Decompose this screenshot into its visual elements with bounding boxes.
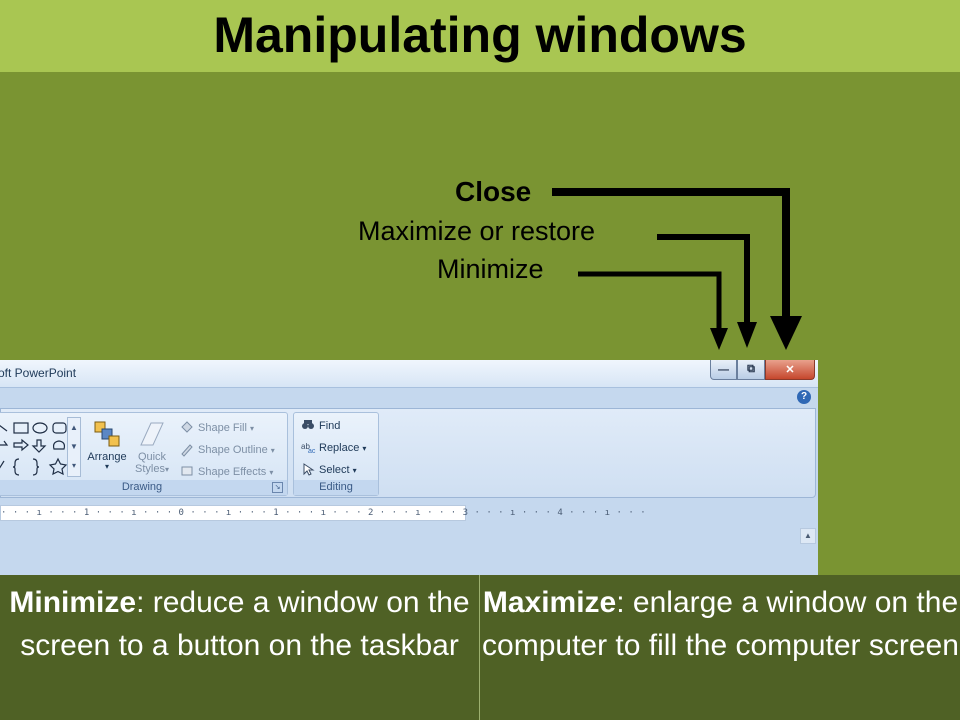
quick-styles-label: Quick xyxy=(137,451,167,463)
slide-title: Manipulating windows xyxy=(213,7,747,63)
drawing-group: ▲▼▾ Arrange ▾ Quick xyxy=(0,412,288,496)
minimize-callout-label: Minimize xyxy=(437,254,544,284)
minimize-definition: Minimize: reduce a window on the screen … xyxy=(0,575,480,720)
svg-text:ac: ac xyxy=(308,448,316,455)
cursor-icon xyxy=(301,463,315,476)
quick-styles-icon xyxy=(137,419,167,449)
maximize-definition-text: : enlarge a window on the computer to fi… xyxy=(482,586,959,662)
minimize-arrowhead-icon xyxy=(710,328,728,350)
pen-outline-icon xyxy=(180,443,194,457)
arrange-icon xyxy=(92,419,122,449)
minimize-button[interactable]: — xyxy=(710,360,737,380)
restore-button[interactable]: ⧉ xyxy=(737,360,765,380)
ribbon: ▲▼▾ Arrange ▾ Quick xyxy=(0,408,816,498)
close-arrowhead-icon xyxy=(770,316,802,350)
scroll-up-icon[interactable]: ▲ xyxy=(800,528,816,544)
maximize-arrowhead-icon xyxy=(737,322,757,348)
maximize-definition: Maximize: enlarge a window on the comput… xyxy=(481,575,960,720)
maximize-term: Maximize xyxy=(482,586,617,619)
shapes-gallery-icons xyxy=(0,422,68,476)
powerpoint-window: oft PowerPoint — ⧉ ✕ ? xyxy=(0,360,818,576)
close-button[interactable]: ✕ xyxy=(765,360,815,380)
shapes-gallery[interactable] xyxy=(0,419,69,477)
minimize-arrow xyxy=(578,271,722,330)
close-arrow xyxy=(552,188,790,318)
drawing-group-label: Drawing xyxy=(0,480,287,495)
window-title-bar[interactable]: oft PowerPoint — ⧉ ✕ xyxy=(0,360,818,388)
shape-effects-button[interactable]: Shape Effects ▾ xyxy=(180,464,273,480)
dialog-launcher-icon[interactable]: ↘ xyxy=(272,482,283,493)
close-icon: ✕ xyxy=(785,364,795,376)
quick-styles-label-2: Styles▾ xyxy=(135,463,169,475)
maximize-restore-callout-label: Maximize or restore xyxy=(358,216,596,246)
horizontal-ruler[interactable]: · · · ı · · · 1 · · · ı · · · 0 · · · ı … xyxy=(0,505,646,521)
editing-group-label: Editing xyxy=(294,480,378,495)
help-icon[interactable]: ? xyxy=(797,390,811,404)
minimize-definition-text: : reduce a window on the screen to a but… xyxy=(20,586,470,662)
minimize-term: Minimize xyxy=(9,586,137,619)
shape-fill-button[interactable]: Shape Fill ▾ xyxy=(180,420,254,436)
arrange-button[interactable]: Arrange ▾ xyxy=(85,419,129,471)
window-title: oft PowerPoint xyxy=(0,366,77,380)
close-callout-label: Close xyxy=(455,176,532,207)
find-button[interactable]: Find xyxy=(301,418,340,434)
select-button[interactable]: Select ▾ xyxy=(301,462,357,478)
shape-outline-button[interactable]: Shape Outline ▾ xyxy=(180,442,275,458)
svg-text:ab: ab xyxy=(301,442,310,451)
shape-effects-icon xyxy=(180,465,194,477)
maximize-arrow xyxy=(657,234,750,324)
minimize-icon: — xyxy=(718,363,729,376)
quick-styles-button[interactable]: Quick Styles▾ xyxy=(130,419,174,475)
arrange-dropdown-icon: ▾ xyxy=(104,462,109,471)
paint-bucket-icon xyxy=(180,421,194,433)
binoculars-icon xyxy=(301,419,315,431)
shapes-gallery-scroll[interactable]: ▲▼▾ xyxy=(67,417,81,477)
restore-icon: ⧉ xyxy=(747,363,755,375)
arrange-label: Arrange xyxy=(87,451,127,463)
definitions-band: Minimize: reduce a window on the screen … xyxy=(0,575,960,720)
title-band xyxy=(0,0,960,72)
